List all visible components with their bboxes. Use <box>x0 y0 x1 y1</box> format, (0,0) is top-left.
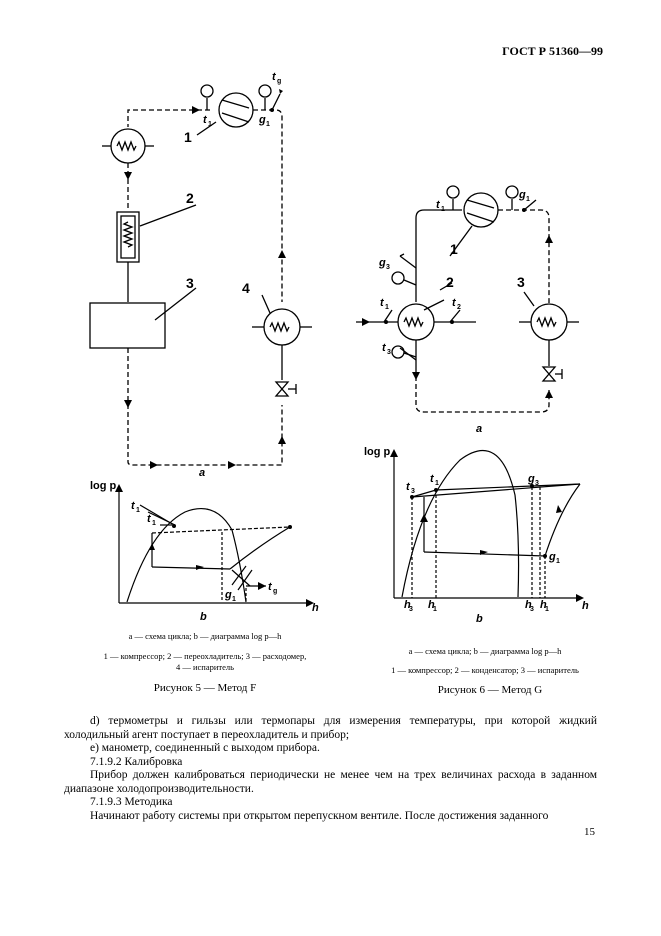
fig5-label-b: b <box>200 611 207 623</box>
svg-text:h: h <box>540 599 547 611</box>
fig5-caption-3: 4 — испаритель <box>175 662 235 672</box>
svg-text:1: 1 <box>152 520 156 527</box>
document-id: ГОСТ Р 51360—99 <box>502 44 603 58</box>
fig6-caption-1: а — схема цикла; b — диаграмма log p—h <box>408 646 562 656</box>
svg-text:1: 1 <box>385 304 389 311</box>
fig5-label-t1: t <box>203 114 208 126</box>
svg-text:t: t <box>436 199 441 211</box>
fig5-label-1: 1 <box>184 129 192 145</box>
svg-text:t: t <box>147 513 152 525</box>
svg-text:1: 1 <box>556 558 560 565</box>
fig5-pipe-right <box>253 109 283 302</box>
svg-text:1: 1 <box>232 596 236 603</box>
fig5-label-2: 2 <box>186 190 194 206</box>
svg-text:t: t <box>268 581 273 593</box>
fig5-label-a: а <box>199 467 205 479</box>
section-7192: 7.1.9.2 Калибровка <box>90 755 183 768</box>
fig5-gauge-g1 <box>258 84 272 98</box>
svg-text:1: 1 <box>208 121 212 128</box>
fig5-label-g1: g <box>258 114 266 126</box>
svg-text:g: g <box>527 473 535 485</box>
svg-text:3: 3 <box>409 606 413 613</box>
fig5-title: Рисунок 5 — Метод F <box>153 682 257 694</box>
fig6-gauge-t2 <box>391 345 405 359</box>
svg-text:1: 1 <box>266 121 270 128</box>
fig5-label-3: 3 <box>186 275 194 291</box>
fig5-caption-2: 1 — компрессор; 2 — переохладитель; 3 — … <box>103 651 307 661</box>
body-text: d) термометры и гильзы или термопары для… <box>64 715 597 823</box>
svg-text:t: t <box>430 473 435 485</box>
fig6-label-a: а <box>476 423 482 435</box>
svg-text:t: t <box>131 500 136 512</box>
method-text: Начинают работу системы при открытом пер… <box>90 809 549 822</box>
svg-text:3: 3 <box>535 480 539 487</box>
svg-text:g: g <box>273 588 277 595</box>
svg-text:h: h <box>428 599 435 611</box>
fig5-pipe-bottom <box>127 348 283 466</box>
svg-text:g: g <box>277 78 281 85</box>
fig5-axis-h: h <box>312 602 319 614</box>
item-d: d) термометры и гильзы или термопары для… <box>64 715 597 741</box>
fig6-label-1: 1 <box>450 241 458 257</box>
svg-text:g: g <box>378 257 386 269</box>
item-e: е) манометр, соединенный с выходом прибо… <box>90 742 320 754</box>
svg-text:3: 3 <box>530 606 534 613</box>
fig6-gauge-t1 <box>446 185 460 199</box>
fig6-label-b: b <box>476 613 483 625</box>
fig6-caption-2: 1 — компрессор; 2 — конденсатор; 3 — исп… <box>391 665 579 675</box>
svg-text:g: g <box>518 189 526 201</box>
svg-text:1: 1 <box>526 196 530 203</box>
fig6-gauge-g1 <box>505 185 519 199</box>
svg-text:3: 3 <box>411 488 415 495</box>
fig6-label-2: 2 <box>446 274 454 290</box>
svg-text:1: 1 <box>136 507 140 514</box>
fig6-axis-logp: log p <box>364 446 391 458</box>
fig5-label-4: 4 <box>242 280 250 296</box>
svg-text:g: g <box>548 551 556 563</box>
svg-text:3: 3 <box>387 349 391 356</box>
fig5-caption-1: а — схема цикла; b — диаграмма log p—h <box>128 631 282 641</box>
section-7193: 7.1.9.3 Методика <box>90 796 173 808</box>
svg-text:1: 1 <box>441 206 445 213</box>
svg-text:t: t <box>382 342 387 354</box>
svg-text:3: 3 <box>386 264 390 271</box>
fig6-gauge-g3 <box>391 271 405 285</box>
svg-text:1: 1 <box>545 606 549 613</box>
page-number: 15 <box>584 826 595 838</box>
svg-text:g: g <box>224 589 232 601</box>
svg-text:1: 1 <box>435 480 439 487</box>
fig5-label-tg: t <box>272 71 277 83</box>
fig6-title: Рисунок 6 — Метод G <box>437 684 543 696</box>
svg-text:h: h <box>404 599 411 611</box>
svg-text:t: t <box>380 297 385 309</box>
fig5-pipe-top-left <box>127 109 210 127</box>
svg-text:t: t <box>406 481 411 493</box>
fig5-axis-logp: log p <box>90 480 117 492</box>
fig6-label-3: 3 <box>517 274 525 290</box>
svg-text:h: h <box>525 599 532 611</box>
svg-text:2: 2 <box>457 304 461 311</box>
svg-text:1: 1 <box>433 606 437 613</box>
fig5-thermometer-tg <box>271 93 281 111</box>
fig6-axis-h: h <box>582 600 589 612</box>
calibration-text: Прибор должен калиброваться периодически… <box>64 769 597 795</box>
fig5-gauge-t1 <box>200 84 214 98</box>
svg-text:t: t <box>452 297 457 309</box>
